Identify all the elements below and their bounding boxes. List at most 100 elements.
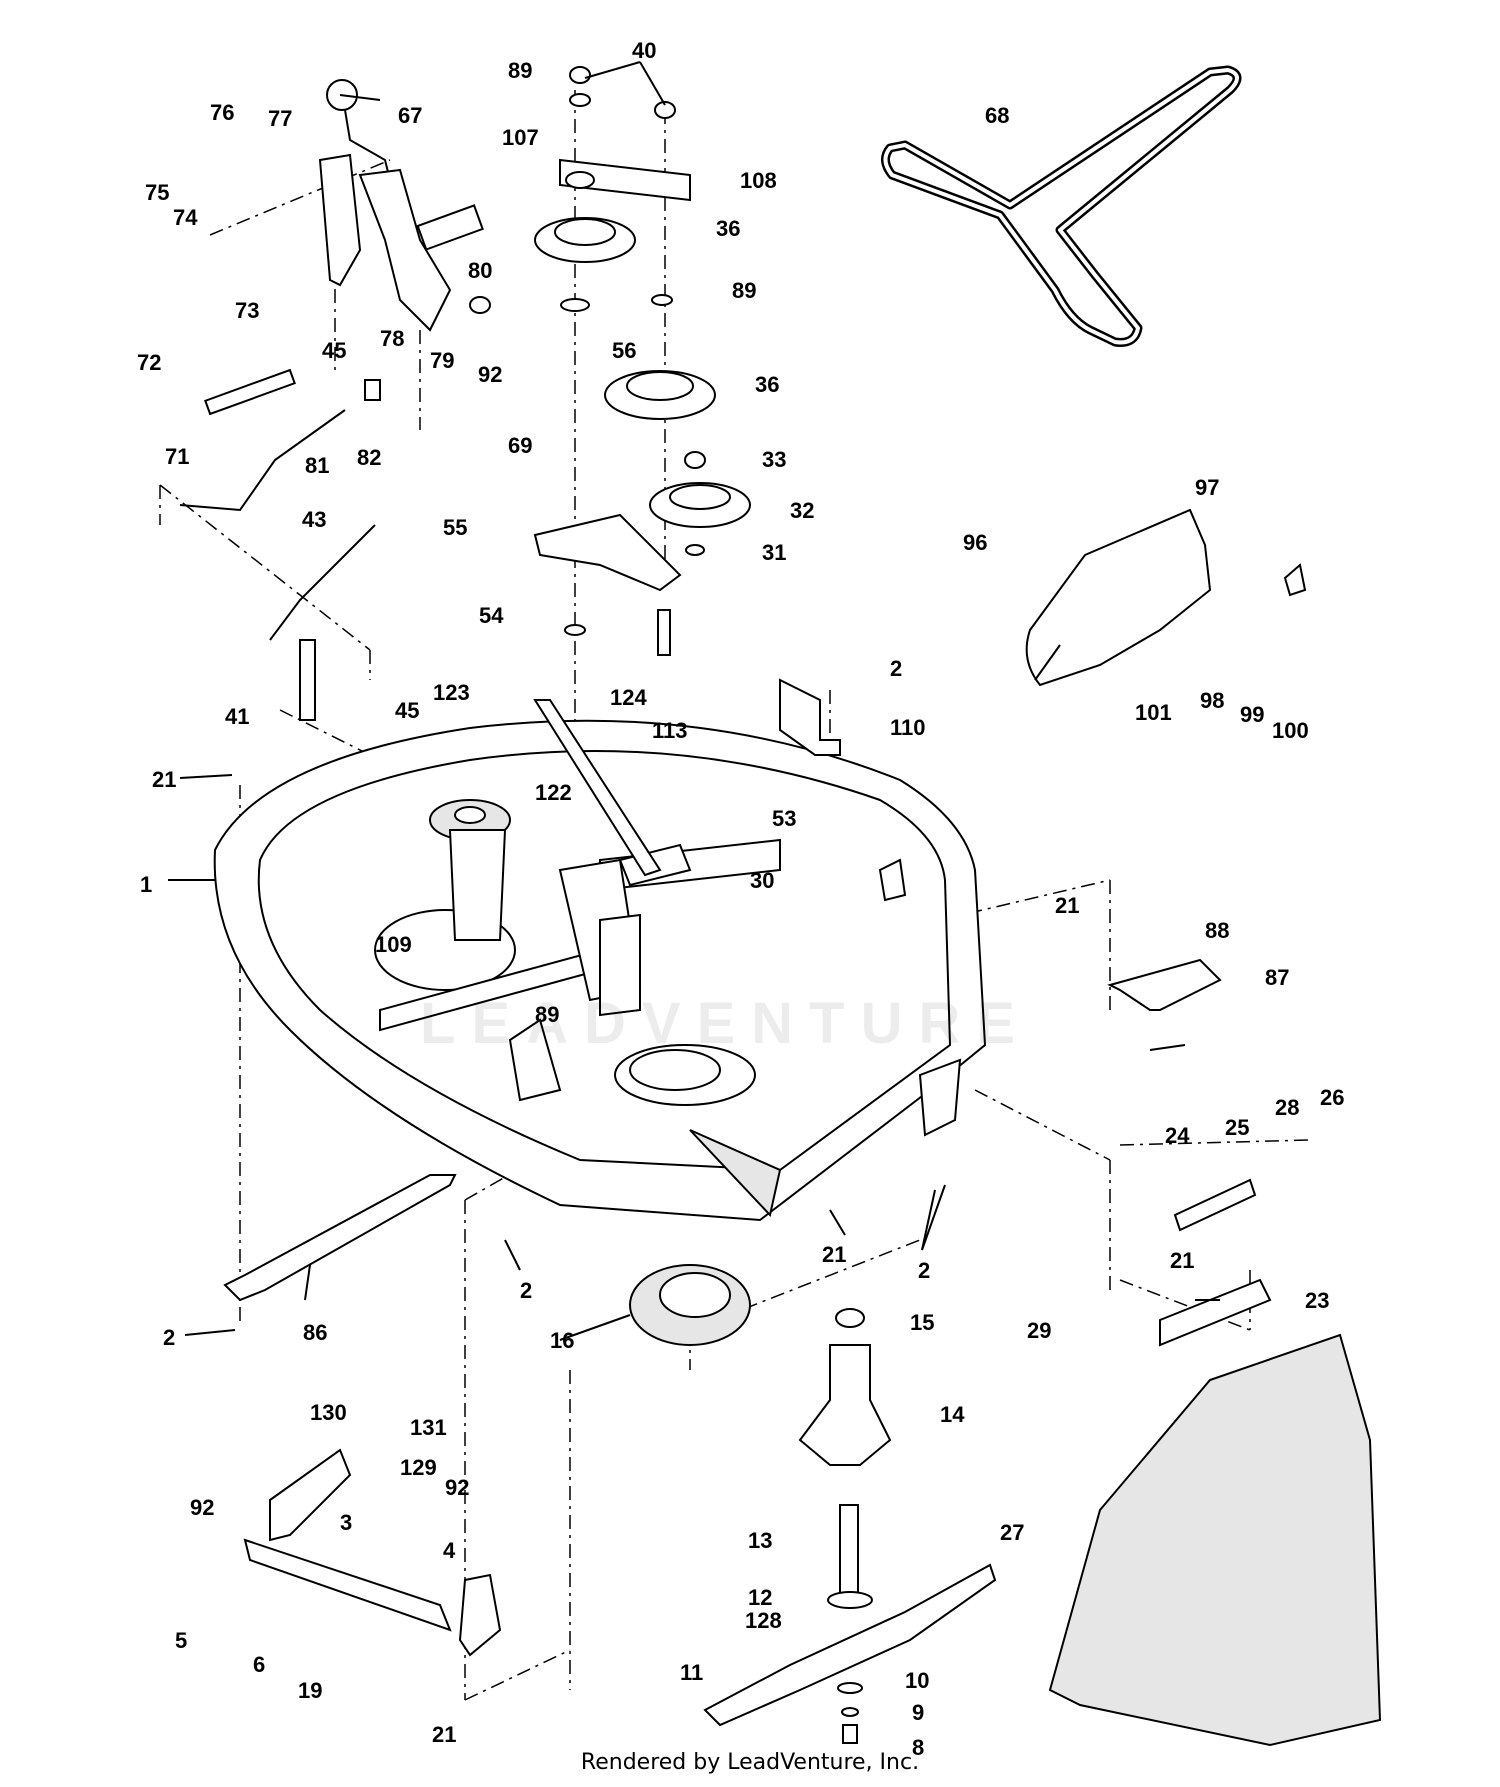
callout-89: 89 <box>508 58 532 83</box>
callout-89: 89 <box>732 278 756 303</box>
callout-2: 2 <box>520 1278 532 1303</box>
callout-96: 96 <box>963 530 987 555</box>
callout-2: 2 <box>918 1258 930 1283</box>
callout-69: 69 <box>508 433 532 458</box>
bracket-87 <box>1107 958 1222 1011</box>
leader-lines <box>168 61 1220 1341</box>
belt-keeper <box>629 1264 751 1346</box>
plate-4 <box>458 1573 502 1657</box>
callout-2: 2 <box>890 656 902 681</box>
callout-21: 21 <box>822 1242 846 1267</box>
callout-113: 113 <box>652 718 688 743</box>
assembly-lines <box>159 90 1311 1701</box>
wing-nut <box>1283 563 1307 597</box>
callout-5: 5 <box>175 1628 187 1653</box>
callout-15: 15 <box>910 1310 934 1335</box>
callout-75: 75 <box>145 180 169 205</box>
callout-110: 110 <box>890 715 926 740</box>
grass-catcher <box>1048 1333 1382 1747</box>
callout-109: 109 <box>375 932 412 957</box>
callout-100: 100 <box>1272 718 1309 743</box>
callout-81: 81 <box>305 453 329 478</box>
callout-25: 25 <box>1225 1115 1249 1140</box>
callout-71: 71 <box>165 444 189 469</box>
footer-credit: Rendered by LeadVenture, Inc. <box>580 1750 920 1775</box>
callout-21: 21 <box>152 767 176 792</box>
callout-31: 31 <box>762 540 786 565</box>
callout-89: 89 <box>535 1002 559 1027</box>
callout-99: 99 <box>1240 702 1264 727</box>
callout-32: 32 <box>790 498 814 523</box>
callout-10: 10 <box>905 1668 929 1693</box>
callout-24: 24 <box>1165 1123 1190 1148</box>
callout-4: 4 <box>443 1538 456 1563</box>
callout-23: 23 <box>1305 1288 1329 1313</box>
bracket-3 <box>269 1448 352 1542</box>
callout-36: 36 <box>755 372 779 397</box>
callout-68: 68 <box>985 103 1009 128</box>
callout-2: 2 <box>163 1325 175 1350</box>
idler-assembly <box>429 799 692 1017</box>
callout-labels: 1 2 2 2 2 3 4 5 6 8 9 10 11 12 13 14 15 … <box>137 38 1344 1760</box>
callout-26: 26 <box>1320 1085 1344 1110</box>
callout-12: 12 <box>748 1585 772 1610</box>
callout-92: 92 <box>190 1495 214 1520</box>
callout-130: 130 <box>310 1400 347 1425</box>
callout-19: 19 <box>298 1678 322 1703</box>
callout-29: 29 <box>1027 1318 1051 1343</box>
callout-108: 108 <box>740 168 777 193</box>
callout-3: 3 <box>340 1510 352 1535</box>
callout-56: 56 <box>612 338 636 363</box>
drive-belt <box>881 65 1242 347</box>
callout-124: 124 <box>610 685 647 710</box>
callout-98: 98 <box>1200 688 1224 713</box>
lift-linkage <box>179 79 662 877</box>
callout-129: 129 <box>400 1455 437 1480</box>
callout-36: 36 <box>716 216 740 241</box>
callout-28: 28 <box>1275 1095 1299 1120</box>
callout-79: 79 <box>430 348 454 373</box>
callout-30: 30 <box>750 868 774 893</box>
callout-123: 123 <box>433 680 470 705</box>
callout-131: 131 <box>410 1415 447 1440</box>
callout-87: 87 <box>1265 965 1289 990</box>
callout-6: 6 <box>253 1652 265 1677</box>
callout-13: 13 <box>748 1528 772 1553</box>
bracket-23 <box>1159 1278 1272 1347</box>
callout-27: 27 <box>1000 1520 1024 1545</box>
callout-53: 53 <box>772 806 796 831</box>
callout-76: 76 <box>210 100 234 125</box>
callout-107: 107 <box>502 125 539 150</box>
callout-88: 88 <box>1205 918 1229 943</box>
callout-8: 8 <box>912 1735 924 1760</box>
callout-14: 14 <box>940 1402 965 1427</box>
spindle-assembly <box>703 1308 997 1744</box>
spring-25 <box>1173 1178 1257 1232</box>
arm-6 <box>243 1538 452 1632</box>
discharge-deflector <box>1025 508 1212 687</box>
callout-33: 33 <box>762 447 786 472</box>
callout-67: 67 <box>398 103 422 128</box>
callout-72: 72 <box>137 350 161 375</box>
stabilizer-bar <box>223 1174 457 1302</box>
callout-92: 92 <box>478 362 502 387</box>
callout-21: 21 <box>1170 1248 1194 1273</box>
callout-101: 101 <box>1135 700 1172 725</box>
callout-40: 40 <box>632 38 656 63</box>
callout-97: 97 <box>1195 475 1219 500</box>
callout-73: 73 <box>235 298 259 323</box>
callout-9: 9 <box>912 1700 924 1725</box>
callout-21: 21 <box>1055 893 1079 918</box>
callout-45: 45 <box>395 698 419 723</box>
watermark: LEADVENTURE <box>420 991 1032 1056</box>
callout-1: 1 <box>140 872 152 897</box>
callout-82: 82 <box>357 445 381 470</box>
callout-78: 78 <box>380 326 404 351</box>
callout-21: 21 <box>432 1722 456 1747</box>
callout-43: 43 <box>302 507 326 532</box>
pulley-stack <box>533 66 751 656</box>
callout-55: 55 <box>443 515 467 540</box>
callout-77: 77 <box>268 106 292 131</box>
callout-45: 45 <box>322 338 346 363</box>
